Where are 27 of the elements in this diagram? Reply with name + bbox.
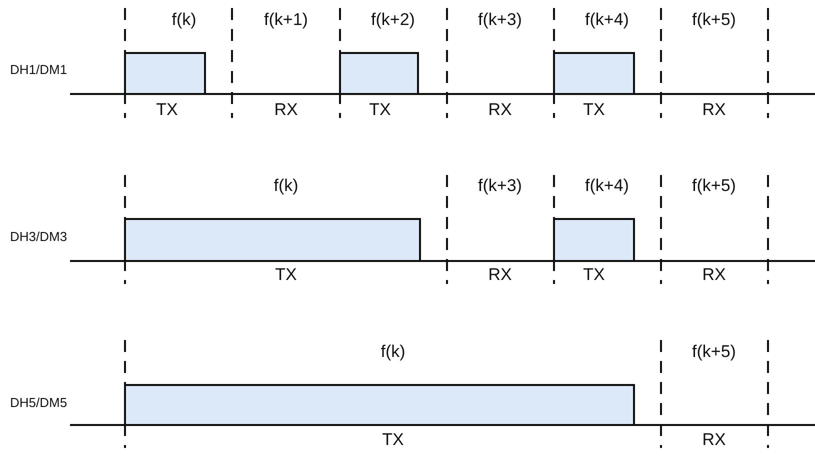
slot-label: RX bbox=[274, 100, 298, 120]
frequency-label: f(k) bbox=[172, 10, 196, 30]
slot-label: TX bbox=[583, 265, 605, 285]
slot-label: TX bbox=[382, 430, 404, 450]
frequency-label: f(k+3) bbox=[478, 10, 522, 30]
frequency-label: f(k+5) bbox=[692, 176, 736, 196]
frequency-label: f(k+1) bbox=[264, 10, 308, 30]
slot-label: RX bbox=[702, 430, 726, 450]
frequency-label: f(k+4) bbox=[585, 10, 629, 30]
packet-type-label: DH3/DM3 bbox=[10, 228, 68, 246]
frequency-label: f(k) bbox=[274, 176, 298, 196]
slot-label: RX bbox=[702, 100, 726, 120]
frequency-label: f(k+4) bbox=[585, 176, 629, 196]
frequency-label: f(k) bbox=[380, 342, 406, 362]
slot-label: RX bbox=[488, 100, 512, 120]
packet-type-label: DH5/DM5 bbox=[10, 394, 68, 412]
slot-label: TX bbox=[583, 100, 605, 120]
frequency-label: f(k+5) bbox=[692, 342, 736, 362]
frequency-label: f(k+2) bbox=[371, 10, 415, 30]
slot-label: TX bbox=[156, 100, 178, 120]
slot-label: RX bbox=[702, 265, 726, 285]
packet-type-label: DH1/DM1 bbox=[10, 61, 68, 79]
slot-label: RX bbox=[488, 265, 512, 285]
slot-label: TX bbox=[275, 265, 297, 285]
frequency-label: f(k+3) bbox=[478, 176, 522, 196]
frequency-label: f(k+5) bbox=[692, 10, 736, 30]
slot-label: TX bbox=[369, 100, 391, 120]
